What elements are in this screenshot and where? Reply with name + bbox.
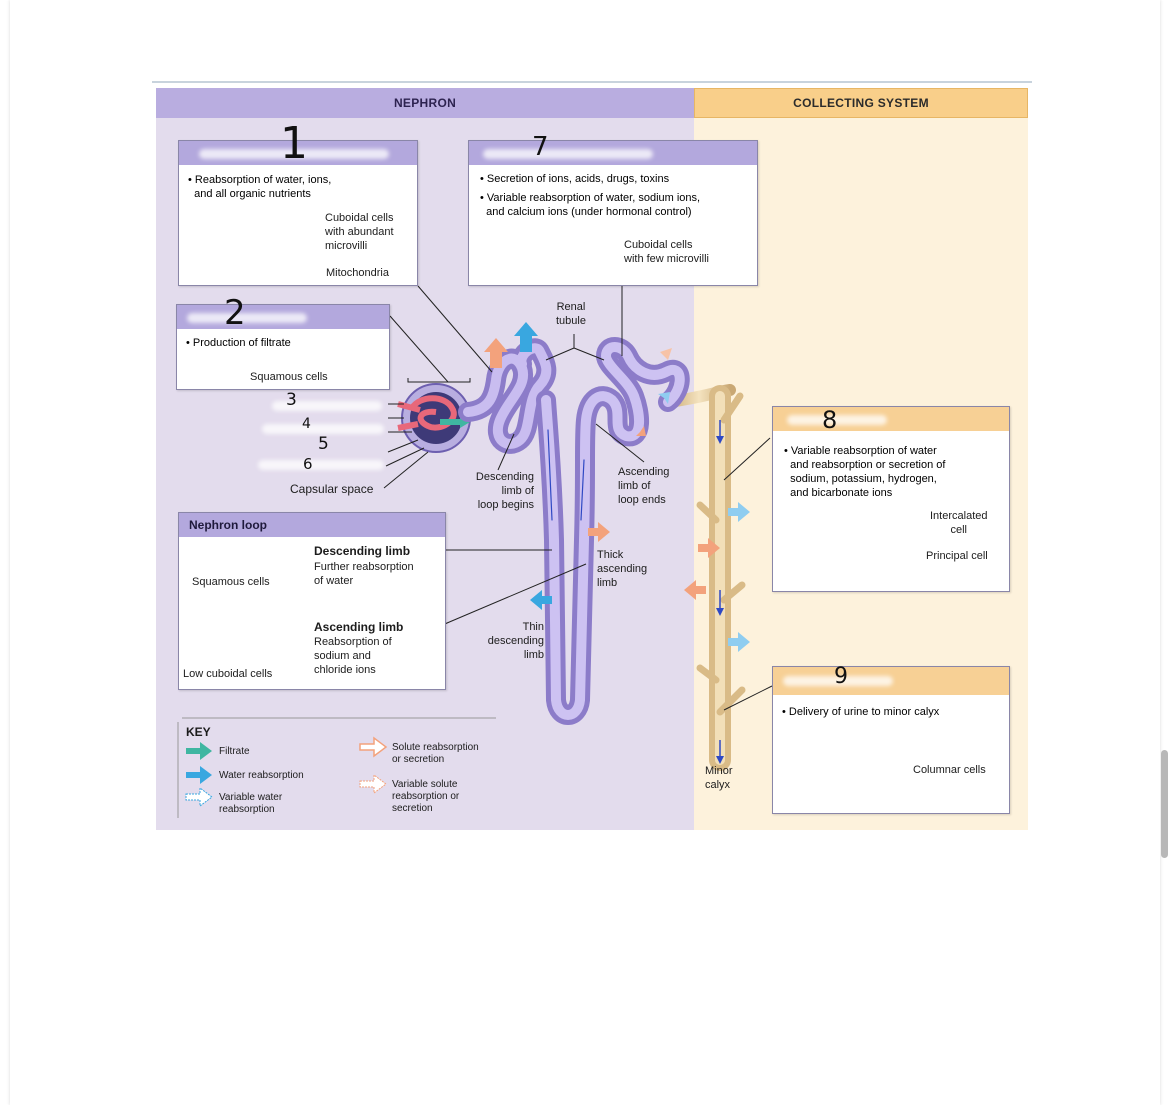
collecting-duct xyxy=(662,384,746,771)
thin-descending-label: Thin descending limb xyxy=(487,621,544,661)
handwritten-9: 9 xyxy=(834,664,848,689)
principal-cell-label: Principal cell xyxy=(926,550,988,562)
papillary-duct-header xyxy=(773,667,1009,695)
top-rule xyxy=(152,81,1032,83)
handwritten-6: 6 xyxy=(303,455,313,473)
redacted-title xyxy=(187,313,307,323)
nephron-loop-header: Nephron loop xyxy=(179,513,445,537)
ascending-ends-label: Ascending limb of loop ends xyxy=(618,466,670,506)
papillary-duct-box xyxy=(772,666,1010,814)
glomerulus-box xyxy=(176,304,390,390)
redacted-title xyxy=(483,149,653,159)
collecting-duct-header xyxy=(773,407,1009,431)
key-solute: Solute reabsorption or secretion xyxy=(392,742,479,765)
glomerulus-bullet: • Production of filtrate xyxy=(186,337,291,349)
dct-cells-label: Cuboidal cells with few microvilli xyxy=(624,239,709,265)
glomerulus-cells-label: Squamous cells xyxy=(250,371,328,383)
pct-cells-label: Cuboidal cells with abundant microvilli xyxy=(325,212,394,252)
key-title: KEY xyxy=(186,725,211,739)
handwritten-4: 4 xyxy=(302,416,311,432)
capsular-space-label: Capsular space xyxy=(290,482,374,496)
redacted-label-6 xyxy=(258,460,384,470)
redacted-title xyxy=(787,415,887,425)
mitochondria-label: Mitochondria xyxy=(326,267,389,279)
handwritten-7: 7 xyxy=(532,132,549,162)
collecting-duct-bullet: • Variable reabsorption of water and rea… xyxy=(784,445,946,499)
renal-tubule-label: Renal tubule xyxy=(556,301,586,327)
intercalated-cell-label: Intercalated cell xyxy=(930,510,988,536)
nephron-loop-title: Nephron loop xyxy=(189,518,267,532)
handwritten-8: 8 xyxy=(822,406,838,434)
dct-box xyxy=(468,140,758,286)
handwritten-5: 5 xyxy=(318,434,329,454)
leader-lines xyxy=(383,285,773,711)
ascending-limb-title: Ascending limb xyxy=(314,620,404,634)
papillary-duct-bullet: • Delivery of urine to minor calyx xyxy=(782,706,940,718)
key-water-reabsorption: Water reabsorption xyxy=(219,770,304,781)
redacted-title xyxy=(783,676,893,686)
minor-calyx-label: Minor calyx xyxy=(705,765,733,791)
key-filtrate: Filtrate xyxy=(219,746,250,757)
nephron-loop-box: Nephron loop xyxy=(178,512,446,690)
pct-box xyxy=(178,140,418,286)
scrollbar[interactable] xyxy=(1161,750,1168,858)
pct-bullet: • Reabsorption of water, ions, and all o… xyxy=(188,174,332,200)
collecting-system-header: COLLECTING SYSTEM xyxy=(694,88,1028,118)
columnar-cells-label: Columnar cells xyxy=(913,764,986,776)
collecting-duct-box xyxy=(772,406,1010,592)
dct-bullet-2: • Variable reabsorption of water, sodium… xyxy=(480,192,701,218)
descending-limb-text: Further reabsorption of water xyxy=(314,561,414,587)
handwritten-1: 1 xyxy=(280,118,308,169)
nephron-header: NEPHRON xyxy=(156,88,694,118)
loop-low-cuboidal-label: Low cuboidal cells xyxy=(183,668,273,680)
handwritten-2: 2 xyxy=(224,293,246,333)
thick-ascending-label: Thick ascending limb xyxy=(597,549,648,589)
process-arrows xyxy=(484,322,750,652)
descending-limb-title: Descending limb xyxy=(314,544,411,558)
renal-tubule xyxy=(458,337,690,725)
glomerulus-box-header xyxy=(177,305,389,329)
redacted-label-3 xyxy=(272,401,382,411)
key-variable-solute: Variable solute reabsorption or secretio… xyxy=(392,779,460,814)
key-variable-water: Variable water reabsorption xyxy=(219,792,283,815)
pct-box-header xyxy=(179,141,417,165)
redacted-title xyxy=(199,149,389,159)
redacted-label-4 xyxy=(262,424,384,434)
key-arrows xyxy=(177,717,496,818)
descending-begins-label: Descending limb of loop begins xyxy=(475,471,534,511)
renal-corpuscle xyxy=(397,383,471,453)
loop-squamous-label: Squamous cells xyxy=(192,576,270,588)
dct-bullet-1: • Secretion of ions, acids, drugs, toxin… xyxy=(480,173,670,185)
handwritten-3: 3 xyxy=(286,390,297,410)
dct-box-header xyxy=(469,141,757,165)
ascending-limb-text: Reabsorption of sodium and chloride ions xyxy=(314,636,392,676)
